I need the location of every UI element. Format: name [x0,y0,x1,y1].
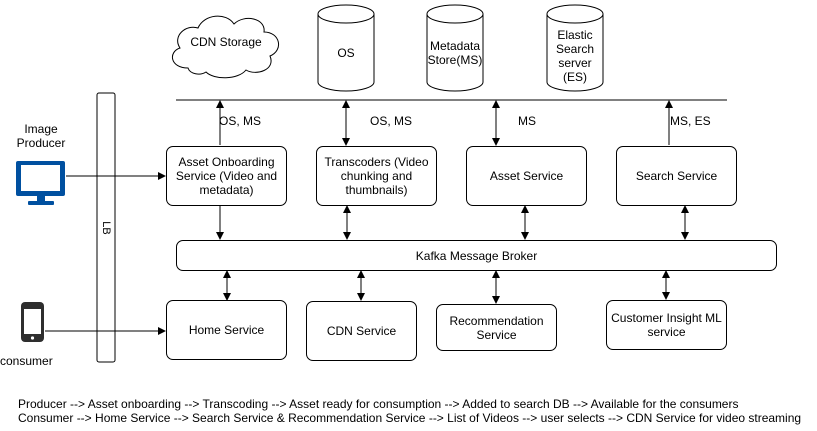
elastic-search-label: Elastic Search server (ES) [555,28,595,84]
lb-label: LB [100,221,112,235]
customer-insight-ml-service[interactable]: Customer Insight ML service [606,300,727,350]
transcoders-connection-label: OS, MS [370,114,413,128]
consumer-label: consumer [0,354,53,368]
image-producer-label: Image Producer [16,122,66,150]
home-service[interactable]: Home Service [166,300,287,360]
transcoders-service[interactable]: Transcoders (Video chunking and thumbnai… [316,146,437,206]
os-label: OS [337,46,355,60]
load-balancer [96,92,116,363]
metadata-store-cylinder [426,4,484,92]
monitor-icon [16,161,65,205]
cdn-service[interactable]: CDN Service [306,301,417,361]
cdn-storage-label: CDN Storage [190,35,262,49]
elastic-search-cylinder [546,4,604,92]
kafka-message-broker[interactable]: Kafka Message Broker [176,240,777,271]
cdn-storage-cloud-shape [172,15,279,79]
asset-onboarding-service[interactable]: Asset Onboarding Service (Video and meta… [166,146,287,206]
mobile-phone-icon [21,302,44,342]
producer-flow-text: Producer --> Asset onboarding --> Transc… [18,397,739,411]
consumer-flow-text: Consumer --> Home Service --> Search Ser… [18,411,802,425]
asset-connection-label: MS [518,114,536,128]
recommendation-service[interactable]: Recommendation Service [436,304,557,351]
onboarding-connection-label: OS, MS [219,114,262,128]
search-connection-label: MS, ES [670,114,711,128]
metadata-store-label: Metadata Store(MS) [427,39,483,67]
search-service[interactable]: Search Service [616,146,737,206]
asset-service[interactable]: Asset Service [466,146,587,206]
os-cylinder [317,4,375,92]
